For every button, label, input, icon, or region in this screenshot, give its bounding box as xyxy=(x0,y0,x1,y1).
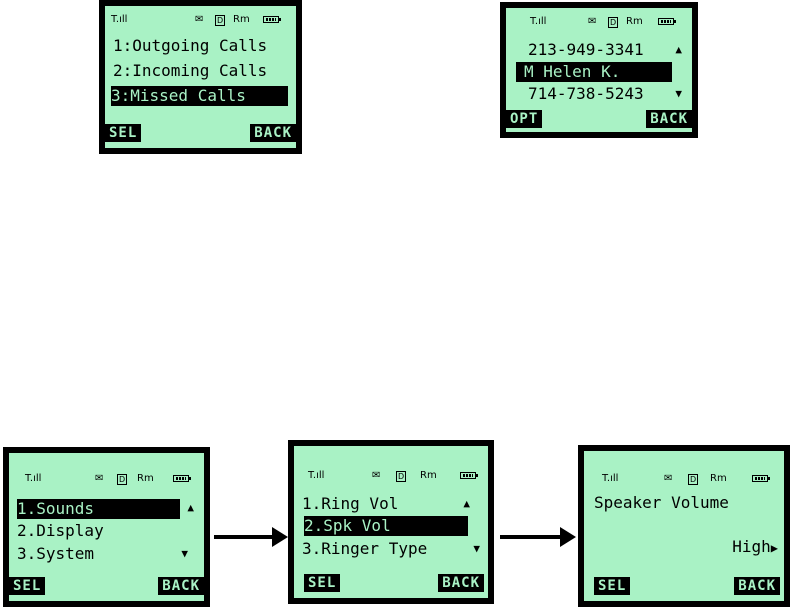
digital-mode-icon: D xyxy=(396,471,406,482)
digital-mode-icon: D xyxy=(117,474,127,485)
battery-icon xyxy=(752,475,768,482)
menu-item-spk-vol-selected[interactable]: 2.Spk Vol xyxy=(304,516,468,536)
lcd-display: T.ıll ✉ D Rm 1.Ring Vol ▲ 2.Spk Vol 3.Ri… xyxy=(294,446,488,598)
status-bar: T.ıll ✉ D Rm xyxy=(300,470,482,482)
menu-item-outgoing-calls[interactable]: 1:Outgoing Calls xyxy=(113,36,288,56)
softkey-left[interactable]: SEL xyxy=(594,577,630,595)
call-entry-label: 714-738-5243 xyxy=(528,84,644,103)
softkey-right[interactable]: BACK xyxy=(438,574,484,592)
message-envelope-icon: ✉ xyxy=(588,16,596,28)
softkey-left[interactable]: SEL xyxy=(105,124,141,142)
scroll-up-arrow-icon: ▲ xyxy=(463,494,470,514)
menu-item-display[interactable]: 2.Display xyxy=(17,521,196,541)
menu-item-ringer-type[interactable]: 3.Ringer Type ▼ xyxy=(302,539,480,559)
heading-label: Speaker Volume xyxy=(594,493,729,512)
signal-strength-icon: T.ıll xyxy=(530,16,546,28)
softkey-left[interactable]: OPT xyxy=(506,110,542,128)
volume-value-label: High xyxy=(732,537,771,556)
softkey-left[interactable]: SEL xyxy=(9,577,45,595)
roaming-indicator: Rm xyxy=(233,14,250,26)
menu-item-label: 1.Ring Vol xyxy=(302,494,398,513)
status-bar: T.ıll ✉ D Rm xyxy=(590,473,778,485)
menu-item-sounds-selected[interactable]: 1.Sounds xyxy=(17,499,180,519)
menu-item-system[interactable]: 3.System ▼ xyxy=(17,544,196,564)
phone-screen-call-log: T.ıll ✉ D Rm 1:Outgoing Calls 2:Incoming… xyxy=(99,0,302,154)
flow-arrow-icon xyxy=(214,535,274,539)
lcd-display: T.ıll ✉ D Rm Speaker Volume High▶ SEL BA… xyxy=(584,451,784,601)
message-envelope-icon: ✉ xyxy=(195,14,203,26)
phone-screen-sounds-menu: T.ıll ✉ D Rm 1.Ring Vol ▲ 2.Spk Vol 3.Ri… xyxy=(288,440,494,604)
battery-icon xyxy=(173,475,189,482)
menu-item-label: 1:Outgoing Calls xyxy=(113,36,267,55)
menu-item-label: 3.Ringer Type xyxy=(302,539,427,558)
message-envelope-icon: ✉ xyxy=(372,470,380,482)
scroll-up-arrow-icon: ▲ xyxy=(675,40,682,60)
message-envelope-icon: ✉ xyxy=(664,473,672,485)
menu-item-label: 2.Spk Vol xyxy=(304,516,391,535)
roaming-indicator: Rm xyxy=(137,473,154,485)
softkey-right[interactable]: BACK xyxy=(646,110,692,128)
scroll-down-arrow-icon: ▼ xyxy=(181,544,188,564)
scroll-up-arrow-icon: ▲ xyxy=(187,501,194,514)
digital-mode-icon: D xyxy=(688,474,698,485)
battery-icon xyxy=(658,18,674,25)
call-entry-selected[interactable]: M Helen K. xyxy=(516,62,672,82)
softkey-left[interactable]: SEL xyxy=(304,574,340,592)
message-envelope-icon: ✉ xyxy=(95,473,103,485)
phone-screen-speaker-volume: T.ıll ✉ D Rm Speaker Volume High▶ SEL BA… xyxy=(578,445,790,607)
signal-strength-icon: T.ıll xyxy=(25,473,41,485)
volume-value[interactable]: High▶ xyxy=(732,537,778,557)
softkey-right[interactable]: BACK xyxy=(250,124,296,142)
adjust-right-arrow-icon: ▶ xyxy=(771,541,778,555)
phone-screen-missed-calls: T.ıll ✉ D Rm 213-949-3341 ▲ M Helen K. 7… xyxy=(500,2,698,138)
softkey-right[interactable]: BACK xyxy=(734,577,780,595)
digital-mode-icon: D xyxy=(215,15,225,26)
menu-item-label: 2.Display xyxy=(17,521,104,540)
menu-item-ring-vol[interactable]: 1.Ring Vol ▲ xyxy=(302,494,480,514)
call-entry-label: 213-949-3341 xyxy=(528,40,644,59)
roaming-indicator: Rm xyxy=(626,16,643,28)
battery-icon xyxy=(460,472,476,479)
menu-item-incoming-calls[interactable]: 2:Incoming Calls xyxy=(113,61,288,81)
menu-item-label: 1.Sounds xyxy=(17,499,94,518)
status-bar: T.ıll ✉ D Rm xyxy=(512,16,686,28)
call-entry-label: M Helen K. xyxy=(524,62,620,81)
scroll-down-arrow-icon: ▼ xyxy=(473,539,480,559)
menu-item-label: 3:Missed Calls xyxy=(111,86,246,105)
status-bar: T.ıll ✉ D Rm xyxy=(111,14,290,26)
menu-item-missed-calls-selected[interactable]: 3:Missed Calls xyxy=(111,86,288,106)
digital-mode-icon: D xyxy=(608,17,618,28)
phone-screen-settings-menu: T.ıll ✉ D Rm 1.Sounds ▲ 2.Display 3.Syst… xyxy=(3,447,210,607)
signal-strength-icon: T.ıll xyxy=(111,14,127,26)
roaming-indicator: Rm xyxy=(420,470,437,482)
call-entry-number[interactable]: 213-949-3341 ▲ xyxy=(528,40,684,60)
softkey-right[interactable]: BACK xyxy=(158,577,204,595)
menu-item-label: 3.System xyxy=(17,544,94,563)
lcd-display: T.ıll ✉ D Rm 1.Sounds ▲ 2.Display 3.Syst… xyxy=(9,453,204,601)
roaming-indicator: Rm xyxy=(710,473,727,485)
scroll-down-arrow-icon: ▼ xyxy=(675,84,682,104)
flow-arrow-icon xyxy=(500,535,562,539)
menu-item-label: 2:Incoming Calls xyxy=(113,61,267,80)
battery-icon xyxy=(263,16,279,23)
status-bar: T.ıll ✉ D Rm xyxy=(15,473,198,485)
screen-heading-speaker-volume: Speaker Volume xyxy=(594,493,776,513)
lcd-display: T.ıll ✉ D Rm 1:Outgoing Calls 2:Incoming… xyxy=(105,6,296,148)
signal-strength-icon: T.ıll xyxy=(602,473,618,485)
lcd-display: T.ıll ✉ D Rm 213-949-3341 ▲ M Helen K. 7… xyxy=(506,8,692,132)
signal-strength-icon: T.ıll xyxy=(308,470,324,482)
call-entry-number[interactable]: 714-738-5243 ▼ xyxy=(528,84,684,104)
